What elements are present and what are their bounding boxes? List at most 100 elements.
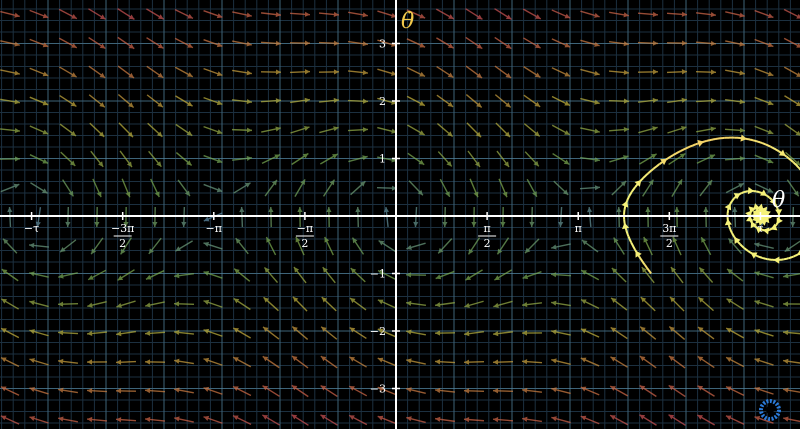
trajectory-segment <box>626 195 631 202</box>
field-arrow-head <box>216 42 223 48</box>
trajectory-segment <box>788 255 794 260</box>
field-arrow <box>117 36 135 50</box>
field-arrow-head <box>767 158 774 164</box>
field-arrow <box>262 326 280 340</box>
field-arrow <box>294 179 306 197</box>
field-arrow <box>782 358 800 364</box>
field-arrow-head <box>406 329 412 335</box>
field-arrow-head <box>504 131 511 138</box>
field-arrow <box>695 12 717 18</box>
field-arrow-head <box>42 129 49 135</box>
field-arrow-head <box>699 267 705 273</box>
field-arrow <box>57 330 79 336</box>
field-arrow-head <box>525 247 531 254</box>
y-tick-label: −2 <box>370 325 386 338</box>
field-arrow <box>144 330 166 336</box>
field-arrow-head <box>174 301 180 307</box>
field-arrow-head <box>464 359 470 365</box>
field-arrow <box>347 127 369 133</box>
field-arrow-head <box>783 329 789 336</box>
trajectory-segment <box>643 264 652 275</box>
field-arrow <box>724 98 746 105</box>
field-arrow-head <box>117 275 124 281</box>
field-arrow-head <box>41 188 48 194</box>
trajectory-arrowhead <box>635 250 642 258</box>
field-arrow-head <box>271 179 277 186</box>
trajectory-segment <box>642 172 649 179</box>
field-arrow-head <box>522 416 528 422</box>
field-arrow-head <box>679 153 686 159</box>
trajectory-segment <box>761 142 772 148</box>
field-arrow <box>29 329 49 337</box>
field-arrow-head <box>551 416 557 422</box>
field-arrow-head <box>145 359 151 365</box>
field-arrow <box>580 68 600 76</box>
field-arrow-head <box>732 207 738 213</box>
field-arrow-head <box>581 240 588 246</box>
field-arrow <box>320 355 338 369</box>
field-arrow-head <box>14 156 20 162</box>
field-arrow <box>174 37 194 49</box>
field-arrow-head <box>505 72 512 78</box>
field-arrow-head <box>670 267 677 273</box>
field-arrow <box>726 268 744 282</box>
field-arrow-head <box>116 302 122 308</box>
trajectory-segment <box>775 205 779 209</box>
field-arrow <box>203 38 223 48</box>
field-arrow <box>467 150 481 168</box>
field-arrow-head <box>497 248 503 255</box>
field-arrow-head <box>767 13 774 19</box>
trajectory-arrowhead <box>759 189 767 196</box>
field-arrow <box>725 327 745 339</box>
field-arrow <box>117 65 135 79</box>
field-arrow <box>1 298 19 310</box>
field-arrow-head <box>128 72 135 78</box>
trajectory-segment <box>739 243 745 249</box>
field-arrow-head <box>378 270 384 276</box>
x-tick-label: τ <box>757 222 763 235</box>
field-arrow-head <box>42 100 49 106</box>
field-arrow-head <box>551 329 557 335</box>
field-arrow <box>116 300 136 308</box>
field-arrow <box>1 268 19 282</box>
field-arrow-head <box>447 72 454 78</box>
field-arrow <box>640 296 656 312</box>
field-arrow <box>608 126 630 133</box>
field-arrow-head <box>99 14 106 20</box>
field-arrow-head <box>727 268 733 275</box>
field-arrow <box>60 151 76 167</box>
trajectory-segment <box>715 136 725 140</box>
field-arrow-head <box>326 207 332 213</box>
field-arrow-head <box>295 236 301 243</box>
field-arrow-head <box>564 100 570 106</box>
field-arrow-head <box>754 271 760 277</box>
field-arrow <box>29 154 49 164</box>
field-arrow-head <box>157 43 164 49</box>
field-arrow-head <box>709 154 716 160</box>
field-arrow <box>608 40 630 47</box>
field-arrow-head <box>0 415 7 421</box>
field-arrow-head <box>87 330 93 337</box>
field-arrow <box>697 326 715 340</box>
field-arrow-head <box>91 248 97 255</box>
field-arrow-head <box>643 236 649 243</box>
field-arrow <box>642 179 654 197</box>
field-arrow-head <box>175 246 182 252</box>
field-arrow-head <box>157 102 163 108</box>
field-arrow-head <box>783 387 789 393</box>
field-arrow-head <box>739 99 745 105</box>
field-arrow-head <box>292 326 298 332</box>
trajectory-segment <box>755 190 760 193</box>
field-arrow-head <box>594 185 600 191</box>
trajectory-segment <box>638 256 646 266</box>
field-arrow-head <box>611 267 618 274</box>
field-arrow-head <box>610 386 616 391</box>
field-arrow <box>406 242 426 250</box>
field-arrow-head <box>174 358 180 364</box>
trajectory-arrowhead <box>750 252 758 259</box>
field-arrow-head <box>333 40 339 46</box>
field-arrow <box>696 126 716 133</box>
field-arrow <box>145 270 165 280</box>
field-arrow <box>783 8 800 19</box>
